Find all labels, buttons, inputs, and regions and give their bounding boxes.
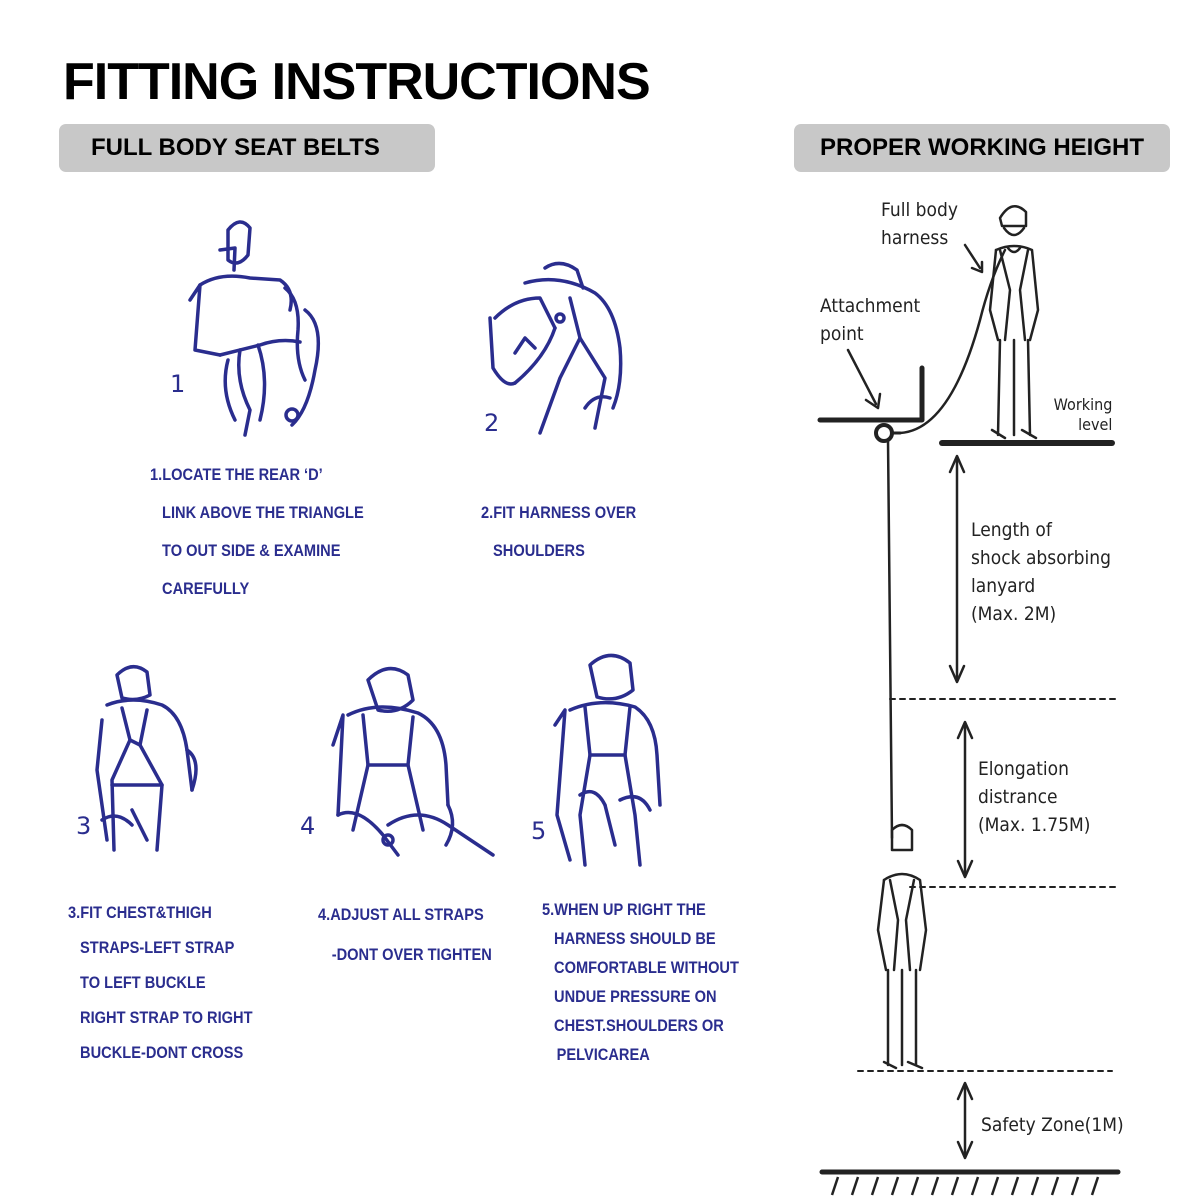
step-4-number: 4 — [300, 812, 316, 840]
attachment-bracket — [817, 365, 925, 423]
section-header-seat-belts: FULL BODY SEAT BELTS — [59, 124, 435, 172]
step-2-illustration — [488, 261, 623, 435]
lanyard-length-label: Length of shock absorbing lanyard (Max. … — [971, 519, 1111, 625]
step-5-illustration — [553, 653, 662, 867]
step-3-number: 3 — [76, 812, 92, 840]
attachment-point-label: Attachment point — [820, 295, 921, 345]
step-4-illustration — [331, 666, 495, 857]
attachment-arrow — [846, 348, 878, 406]
ground-hatching — [830, 1176, 1100, 1196]
page-title: FITTING INSTRUCTIONS — [63, 53, 651, 111]
elongation-label: Elongation distrance (Max. 1.75M) — [978, 758, 1091, 836]
step-5-text: 5.WHEN UP RIGHT THE HARNESS SHOULD BE CO… — [542, 900, 739, 1064]
working-height-diagram — [817, 205, 1121, 1196]
worker-top-figure — [988, 205, 1040, 440]
step-3-illustration — [95, 665, 198, 852]
safety-zone-label: Safety Zone(1M) — [981, 1114, 1124, 1136]
section-header-working-height: PROPER WORKING HEIGHT — [794, 124, 1170, 172]
step-1-illustration — [188, 220, 321, 437]
harness-label: Full body harness — [881, 199, 958, 249]
step-2-number: 2 — [484, 409, 500, 437]
lanyard-vertical — [886, 438, 894, 840]
working-level-label: Working level — [1053, 395, 1113, 434]
worker-bottom-figure — [876, 823, 928, 1070]
step-1-text: 1.LOCATE THE REAR ‘D’ LINK ABOVE THE TRI… — [150, 465, 364, 598]
harness-arrow — [963, 243, 982, 270]
step-5-number: 5 — [531, 817, 547, 845]
step-2-text: 2.FIT HARNESS OVER SHOULDERS — [481, 503, 637, 560]
step-3-text: 3.FIT CHEST&THIGH STRAPS-LEFT STRAP TO L… — [68, 903, 253, 1062]
step-1-number: 1 — [170, 370, 186, 398]
attachment-ring — [874, 423, 894, 443]
step-4-text: 4.ADJUST ALL STRAPS -DONT OVER TIGHTEN — [318, 905, 492, 964]
